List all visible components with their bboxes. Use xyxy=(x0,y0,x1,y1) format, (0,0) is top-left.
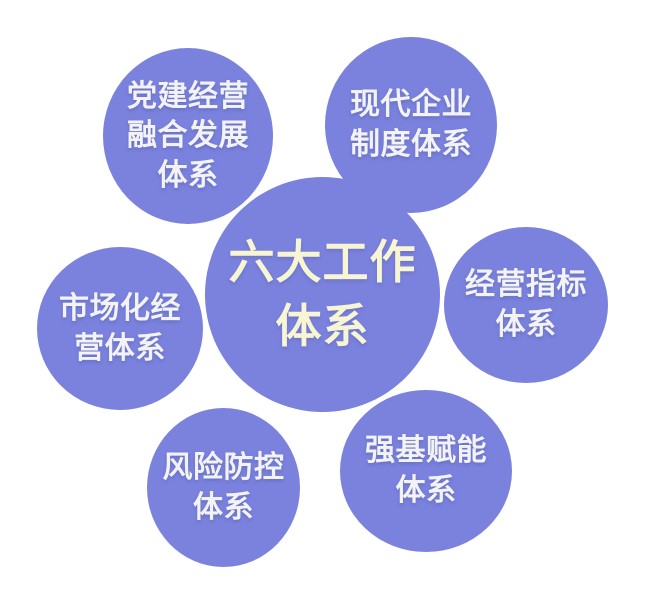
satellite-label-market-oriented-operation: 市场化经 营体系 xyxy=(59,291,181,365)
satellite-circle-risk-prevention-control: 风险防控 体系 xyxy=(147,408,300,567)
satellite-circle-business-indicator: 经营指标 体系 xyxy=(444,227,608,383)
satellite-circle-foundation-empowerment: 强基赋能 体系 xyxy=(340,390,512,552)
satellite-label-foundation-empowerment: 强基赋能 体系 xyxy=(365,434,487,507)
center-circle-title: 六大工作 体系 xyxy=(228,236,417,352)
satellite-label-party-building-integration: 党建经营 融合发展 体系 xyxy=(127,79,249,192)
satellite-label-modern-enterprise-institution: 现代企业 制度体系 xyxy=(350,88,472,161)
center-circle-six-work-systems: 六大工作 体系 xyxy=(205,177,440,412)
satellite-label-risk-prevention-control: 风险防控 体系 xyxy=(162,450,285,524)
satellite-label-business-indicator: 经营指标 体系 xyxy=(465,268,587,341)
satellite-circle-market-oriented-operation: 市场化经 营体系 xyxy=(37,247,203,410)
satellite-circle-party-building-integration: 党建经营 融合发展 体系 xyxy=(103,48,273,224)
